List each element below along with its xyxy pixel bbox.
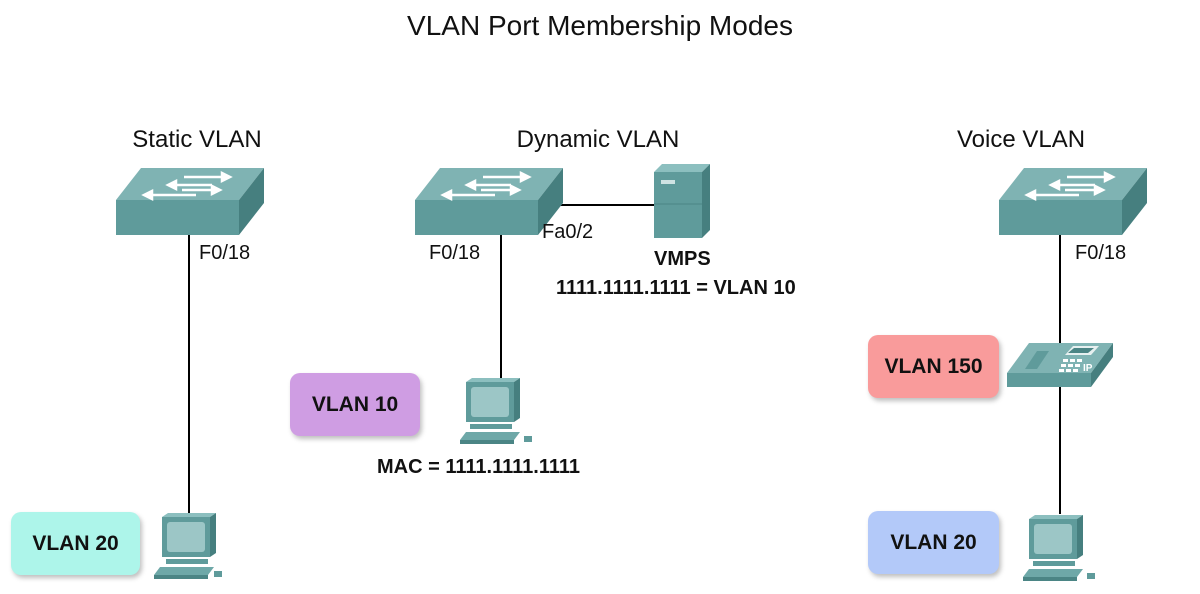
static-vlan-box: VLAN 20 [11, 512, 140, 575]
dynamic-vlan-box: VLAN 10 [290, 373, 420, 436]
data-vlan-box: VLAN 20 [868, 511, 999, 574]
voice-vlan-heading: Voice VLAN [956, 126, 1086, 153]
static-vlan-heading: Static VLAN [132, 126, 262, 153]
pc-mac-label: MAC = 1111.1111.1111 [377, 456, 580, 478]
static-switch-icon [116, 168, 264, 235]
dynamic-port-label: F0/18 [429, 242, 481, 264]
data-vlan-box-label: VLAN 20 [890, 530, 977, 554]
dynamic-vlan-heading: Dynamic VLAN [516, 126, 680, 153]
dynamic-vlan-box-label: VLAN 10 [311, 392, 399, 416]
vmps-mapping-label: 1111.1111.1111 = VLAN 10 [556, 277, 796, 299]
vmps-label: VMPS [654, 248, 711, 270]
vmps-link-line [553, 204, 657, 206]
voice-vlan-box-label: VLAN 150 [884, 354, 983, 378]
voice-switch-icon [999, 168, 1147, 235]
dynamic-link-line [500, 232, 502, 380]
dynamic-switch-icon [415, 168, 563, 235]
ip-phone-icon: IP [1007, 343, 1113, 387]
voice-vlan-box: VLAN 150 [868, 335, 999, 398]
vmps-server-icon [654, 164, 710, 238]
static-port-label: F0/18 [199, 242, 251, 264]
phone-ip-text: IP [1083, 363, 1093, 374]
voice-pc-icon [1023, 515, 1095, 581]
uplink-port-label: Fa0/2 [542, 221, 594, 243]
static-pc-icon [154, 513, 222, 579]
diagram-title: VLAN Port Membership Modes [407, 10, 793, 41]
voice-port-label: F0/18 [1075, 242, 1127, 264]
dynamic-pc-icon [460, 378, 532, 444]
static-vlan-box-label: VLAN 20 [32, 531, 119, 555]
static-link-line [188, 232, 190, 514]
